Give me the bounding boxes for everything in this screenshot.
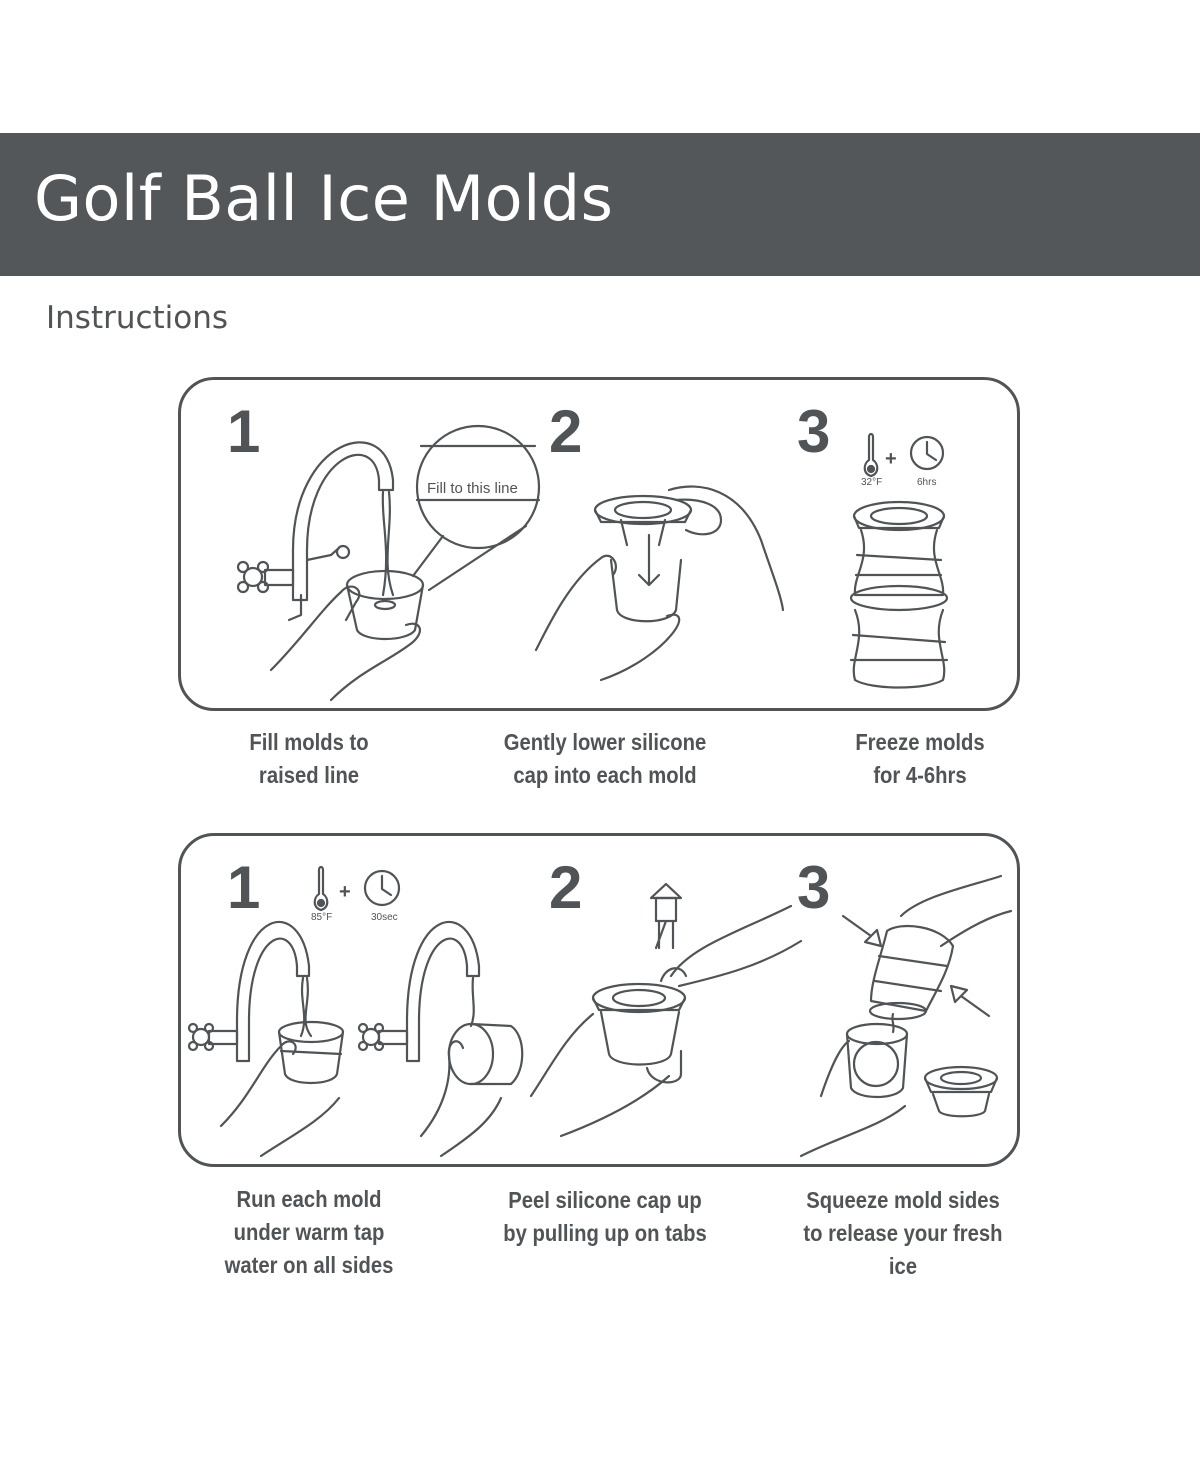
caption-peel-cap: Peel silicone cap up by pulling up on ta… (503, 1187, 707, 1246)
warm-time-label: 30sec (371, 912, 398, 923)
freeze-time-label: 6hrs (917, 477, 936, 488)
freeze-temp-label: 32°F (861, 477, 882, 488)
plus-icon: + (885, 448, 897, 470)
instructions-panel-freeze: 1 2 3 Fill to this line (178, 377, 1020, 711)
cap-lowering-illustration (534, 485, 785, 682)
instructions-panel-release: 1 2 3 + 85°F 30sec (178, 833, 1020, 1167)
page-subtitle: Instructions (46, 300, 229, 336)
fill-line-label: Fill to this line (427, 480, 518, 497)
squeeze-arrow-icon (841, 914, 883, 948)
step-number-1: 1 (227, 398, 261, 465)
plus-icon: + (339, 881, 351, 903)
step-number-2: 2 (549, 398, 583, 465)
thermometer-icon (863, 432, 879, 478)
warm-water-faucet-illustration (187, 921, 524, 1158)
squeeze-arrow-icon (949, 984, 991, 1018)
caption-fill-molds: Fill molds to raised line (249, 729, 369, 788)
step-number-3: 3 (797, 854, 831, 921)
thermometer-icon (313, 865, 329, 912)
caption-lower-cap: Gently lower silicone cap into each mold (503, 729, 707, 788)
faucet-fill-illustration (236, 441, 425, 702)
step-number-2: 2 (549, 854, 583, 921)
caption-freeze: Freeze molds for 4-6hrs (855, 729, 985, 788)
step-number-3: 3 (797, 398, 831, 465)
clock-icon (363, 869, 401, 907)
fill-line-zoom-callout: Fill to this line (411, 424, 541, 592)
clock-icon (909, 435, 945, 471)
caption-squeeze: Squeeze mold sides to release your fresh… (803, 1187, 1003, 1279)
squeeze-release-illustration (799, 874, 1013, 1158)
caption-warm-water: Run each mold under warm tap water on al… (224, 1186, 394, 1278)
step-number-1: 1 (227, 854, 261, 921)
peel-cap-illustration (529, 882, 803, 1138)
stacked-molds-illustration (849, 500, 949, 689)
title-band (0, 133, 1200, 276)
warm-temp-label: 85°F (311, 912, 332, 923)
page-title: Golf Ball Ice Molds (34, 162, 614, 235)
